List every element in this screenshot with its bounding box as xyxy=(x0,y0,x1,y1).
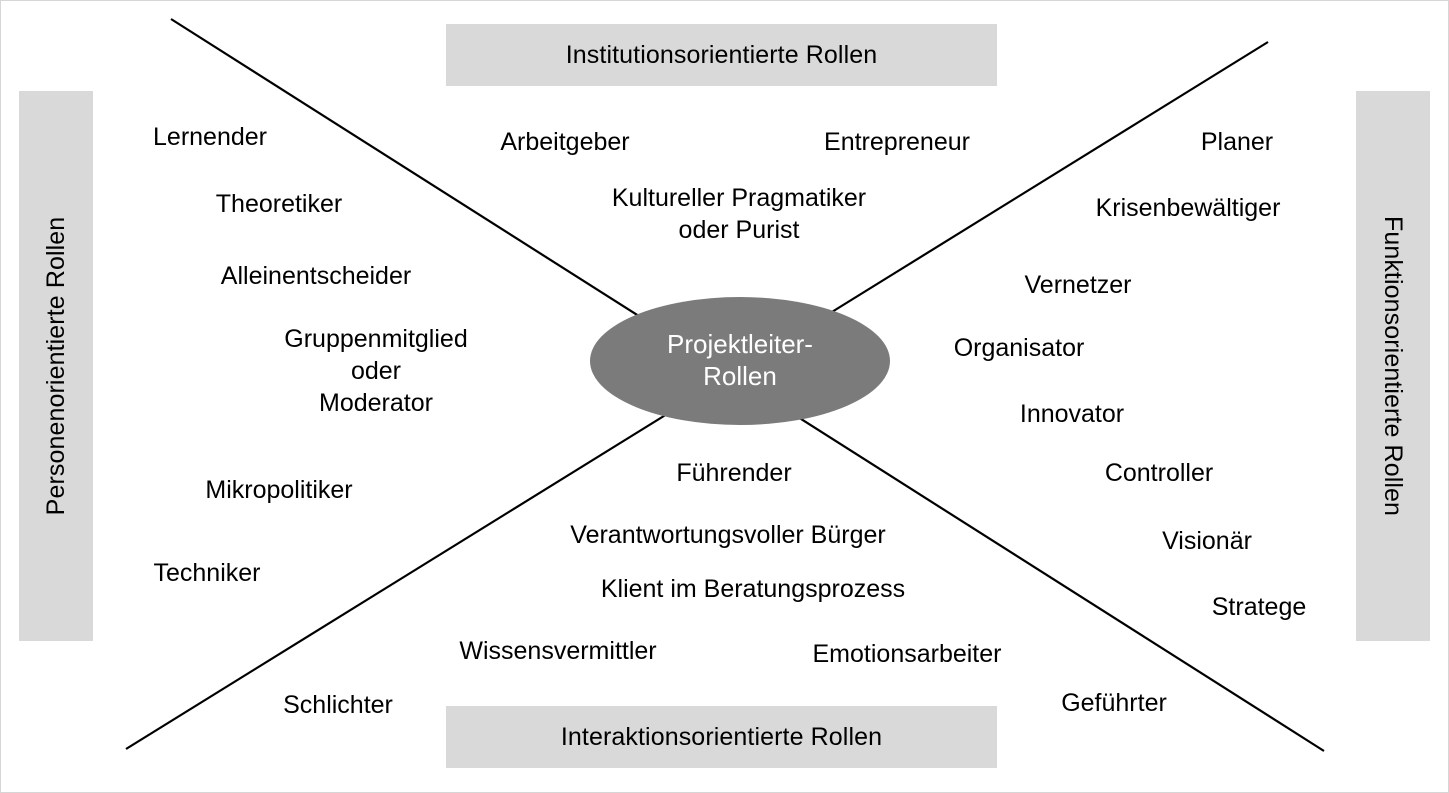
role-label-entrepreneur: Entrepreneur xyxy=(824,128,970,156)
role-label-planer: Planer xyxy=(1200,128,1274,156)
role-label-gruppenmitglied-oder-moderator: Gruppenmitglied oder Moderator xyxy=(284,325,468,417)
role-label-stratege: Stratege xyxy=(1211,593,1307,621)
axis-label-left-text: Personenorientierte Rollen xyxy=(41,216,70,516)
role-label-emotionsarbeiter: Emotionsarbeiter xyxy=(812,640,1002,668)
role-label-mikropolitiker: Mikropolitiker xyxy=(205,476,353,504)
role-label-kultureller-pragmatiker-oder-purist: Kultureller Pragmatiker oder Purist xyxy=(611,184,867,244)
role-label-wissensvermittler: Wissensvermittler xyxy=(459,637,657,665)
axis-label-interaction-oriented: Interaktionsorientierte Rollen xyxy=(446,706,997,768)
center-node-line1: Projektleiter- xyxy=(667,329,813,360)
role-label-visionaer: Visionär xyxy=(1162,527,1252,555)
axis-label-function-oriented: Funktionsorientierte Rollen xyxy=(1356,91,1430,641)
role-label-klient-im-beratungsprozess: Klient im Beratungsprozess xyxy=(600,575,906,603)
role-label-gefuehrter: Geführter xyxy=(1061,689,1167,717)
center-node-line2: Rollen xyxy=(703,361,777,391)
role-label-theoretiker: Theoretiker xyxy=(215,190,343,218)
role-label-alleinentscheider: Alleinentscheider xyxy=(220,262,412,290)
axis-label-institution-oriented: Institutionsorientierte Rollen xyxy=(446,24,997,86)
role-label-lernender: Lernender xyxy=(153,123,267,151)
role-label-schlichter: Schlichter xyxy=(283,691,393,719)
role-label-krisenbewaeltiger: Krisenbewältiger xyxy=(1095,194,1281,222)
role-label-arbeitgeber: Arbeitgeber xyxy=(500,128,630,156)
axis-label-person-oriented: Personenorientierte Rollen xyxy=(19,91,93,641)
role-label-innovator: Innovator xyxy=(1019,400,1125,428)
axis-label-right-text: Funktionsorientierte Rollen xyxy=(1379,215,1408,517)
role-label-vernetzer: Vernetzer xyxy=(1024,271,1132,299)
role-label-techniker: Techniker xyxy=(153,559,261,587)
axis-label-top-text: Institutionsorientierte Rollen xyxy=(565,40,878,69)
role-label-organisator: Organisator xyxy=(953,334,1085,362)
center-node-projektleiter-rollen: Projektleiter- Rollen xyxy=(590,297,890,425)
role-label-controller: Controller xyxy=(1104,459,1214,487)
axis-label-bottom-text: Interaktionsorientierte Rollen xyxy=(560,722,883,751)
role-label-fuehrender: Führender xyxy=(676,459,792,487)
role-label-verantwortungsvoller-buerger: Verantwortungsvoller Bürger xyxy=(570,521,886,549)
